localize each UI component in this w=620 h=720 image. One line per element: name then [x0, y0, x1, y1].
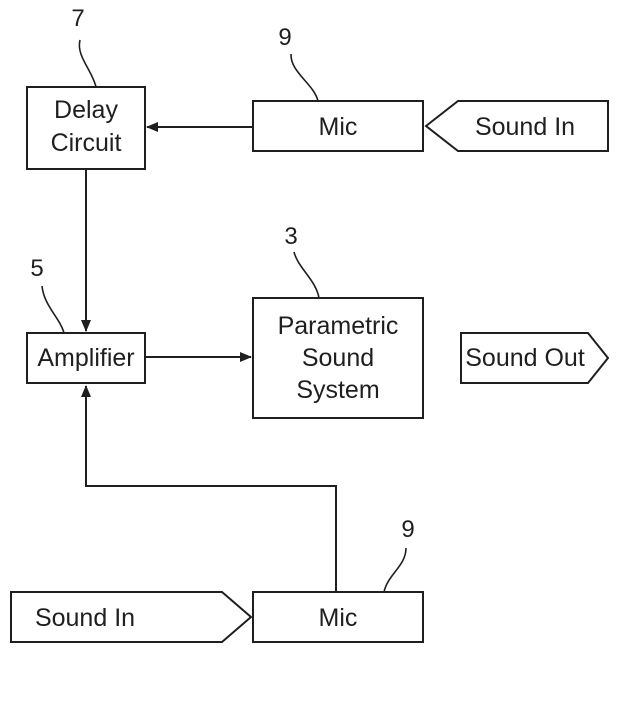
sound-in-bottom-shape — [10, 591, 253, 643]
ref-numeral-7: 7 — [71, 5, 84, 32]
mic-top-box — [252, 100, 424, 152]
mic-bottom-block: Mic — [252, 591, 424, 643]
parametric-sound-system-label-line-2: Sound — [302, 344, 374, 372]
parametric-sound-system-box — [252, 297, 424, 419]
parametric-sound-system-label-line-1: Parametric — [278, 312, 399, 340]
amplifier-block: Amplifier — [26, 332, 146, 384]
ref-leader-9-top — [290, 53, 319, 102]
ref-numeral-5: 5 — [30, 255, 43, 282]
ref-leader-3 — [293, 251, 320, 299]
sound-in-top-shape — [424, 100, 609, 152]
ref-leader-9-bottom — [383, 547, 407, 593]
mic-top-block: Mic — [252, 100, 424, 152]
sound-out-tag: Sound Out — [460, 332, 610, 384]
ref-leader-5 — [41, 285, 65, 334]
delay-circuit-label-line-2: Circuit — [51, 129, 122, 157]
sound-out-shape — [460, 332, 610, 384]
ref-leader-7 — [78, 39, 97, 88]
amplifier-label: Amplifier — [37, 344, 134, 372]
delay-circuit-block: Delay Circuit — [26, 86, 146, 170]
sound-in-bottom-tag: Sound In — [10, 591, 253, 643]
ref-numeral-3: 3 — [284, 223, 297, 250]
mic-bottom-box — [252, 591, 424, 643]
ref-numeral-9-top: 9 — [278, 24, 291, 51]
amplifier-box — [26, 332, 146, 384]
delay-circuit-box — [26, 86, 146, 170]
parametric-sound-system-label-line-3: System — [296, 376, 379, 404]
parametric-sound-system-block: Parametric Sound System — [252, 297, 424, 419]
mic-bottom-label: Mic — [319, 604, 358, 632]
mic-top-label: Mic — [319, 113, 358, 141]
arrow-mic-bottom-to-amplifier — [81, 385, 337, 592]
sound-in-top-tag: Sound In — [424, 100, 609, 152]
delay-circuit-label-line-1: Delay — [54, 96, 118, 124]
ref-numeral-9-bottom: 9 — [401, 516, 414, 543]
sound-out-label: Sound Out — [465, 344, 585, 372]
sound-in-bottom-label: Sound In — [35, 604, 135, 632]
sound-in-top-label: Sound In — [475, 113, 575, 141]
